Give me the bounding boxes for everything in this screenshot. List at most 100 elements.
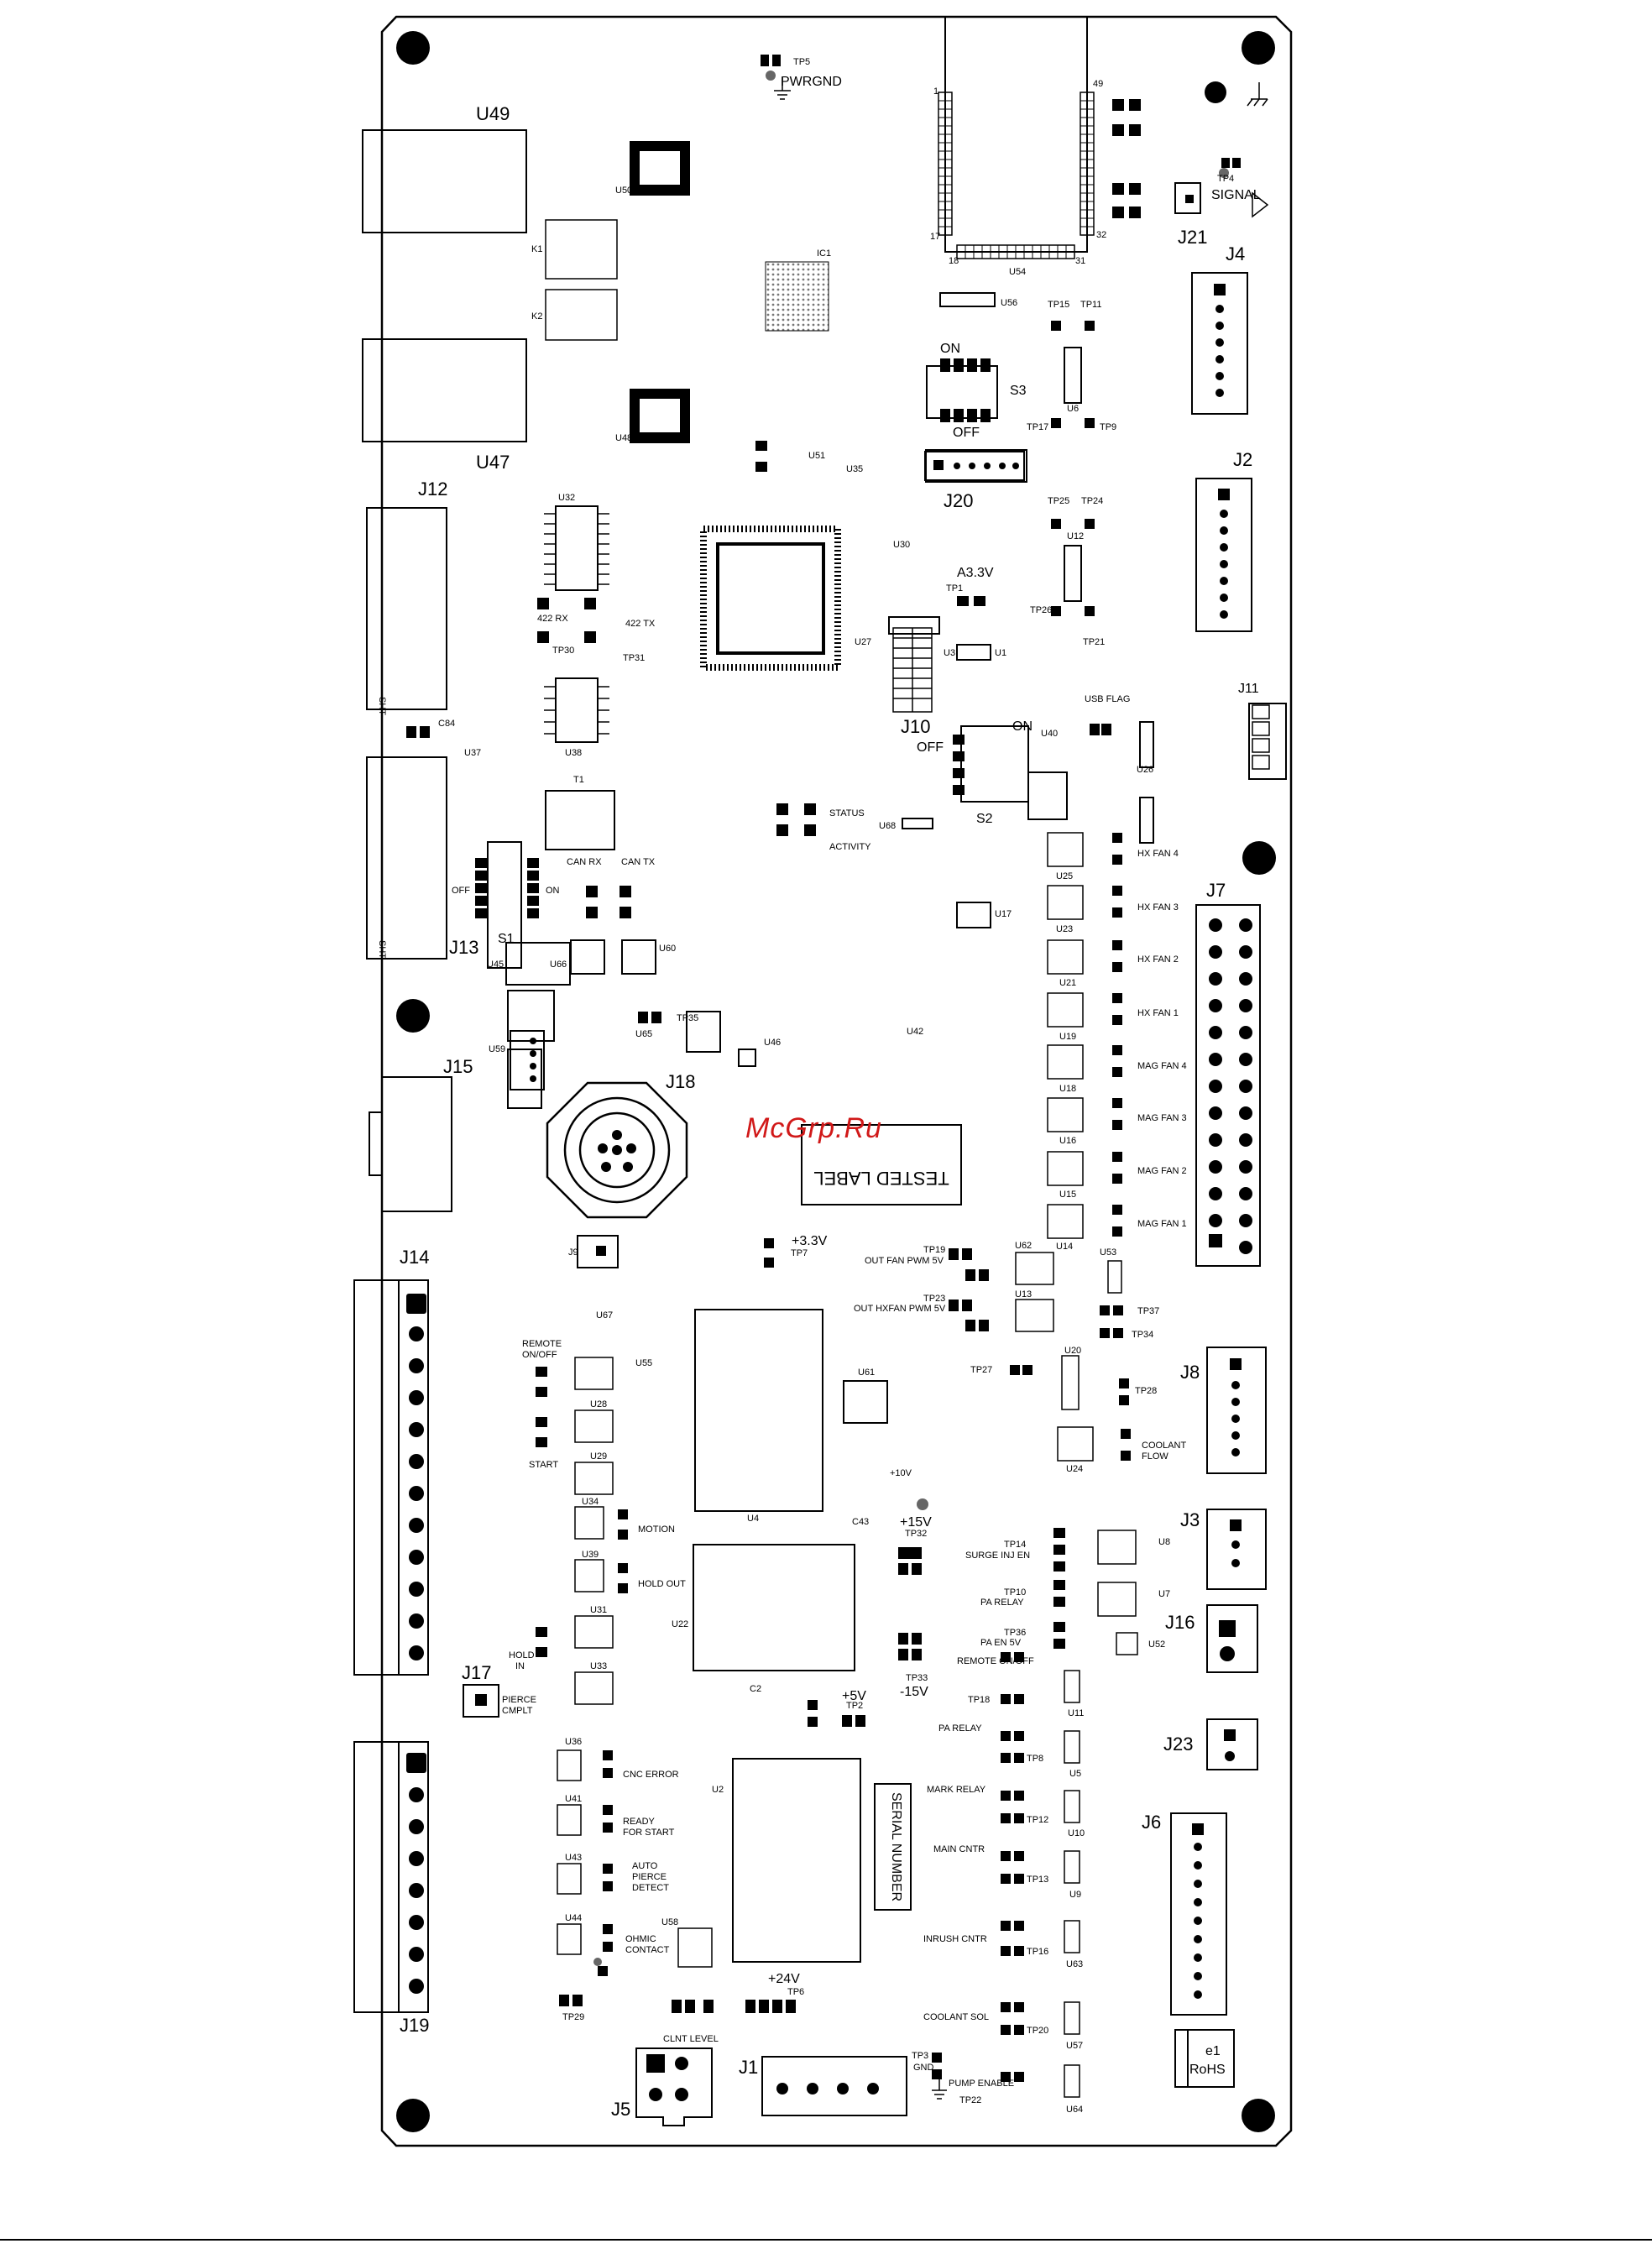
u24-label: U24 <box>1066 1464 1083 1474</box>
u66-label: U66 <box>550 960 567 970</box>
ready-1-label: READY <box>623 1817 656 1827</box>
j18-pins <box>598 1130 636 1172</box>
hold-in-2-label: IN <box>515 1661 525 1671</box>
u33-label: U33 <box>590 1661 607 1671</box>
u37-label: U37 <box>464 748 481 758</box>
tp32-label: TP32 <box>905 1529 927 1539</box>
hold-out-label: HOLD OUT <box>638 1579 686 1589</box>
ground-symbols <box>774 77 1269 2100</box>
ready-2-label: FOR START <box>623 1828 675 1838</box>
j23-label: J23 <box>1163 1734 1193 1755</box>
tp21-label: TP21 <box>1083 637 1105 647</box>
tp24-label: TP24 <box>1081 496 1103 506</box>
tp30-label: TP30 <box>552 646 574 656</box>
u27-mcu <box>700 526 841 671</box>
s3-label: S3 <box>1010 384 1027 398</box>
u47-label: U47 <box>476 452 510 473</box>
j4-label: J4 <box>1226 243 1245 264</box>
u54-label: U54 <box>1009 267 1026 277</box>
j17-label: J17 <box>462 1662 491 1683</box>
gnd-label: GND <box>913 2063 934 2073</box>
coolant-flow-2-label: FLOW <box>1142 1451 1168 1462</box>
u54-pin32-label: 32 <box>1096 230 1106 240</box>
mag-fan-4-label: MAG FAN 4 <box>1137 1061 1187 1071</box>
tp10-label: TP10 <box>1004 1587 1026 1598</box>
u54-pin1-label: 1 <box>933 86 938 97</box>
tp15-label: TP15 <box>1048 300 1069 310</box>
j1-label: J1 <box>739 2057 758 2078</box>
u67-label: U67 <box>596 1310 613 1320</box>
j9-label: J9 <box>568 1247 578 1258</box>
v5-label: +5V <box>842 1689 866 1703</box>
tp2-label: TP2 <box>846 1701 863 1711</box>
u7-label: U7 <box>1158 1589 1170 1599</box>
ic1-label: IC1 <box>817 248 831 259</box>
j11-label: J11 <box>1238 682 1259 696</box>
s3-on-label: ON <box>940 342 960 356</box>
tp17-label: TP17 <box>1027 422 1048 432</box>
clnt-level-label: CLNT LEVEL <box>663 2034 719 2044</box>
mag-fan-1-label: MAG FAN 1 <box>1137 1219 1187 1229</box>
v10-label: +10V <box>890 1468 912 1478</box>
u8-label: U8 <box>1158 1537 1170 1547</box>
j10-header <box>892 627 933 713</box>
pierce-1-label: PIERCE <box>502 1695 536 1705</box>
t1-label: T1 <box>573 775 584 785</box>
watermark-text: McGrp.Ru <box>745 1112 882 1144</box>
u26-label: U26 <box>1137 765 1153 775</box>
u42-label: U42 <box>907 1027 923 1037</box>
u22-label: U22 <box>672 1619 688 1629</box>
u12-label: U12 <box>1067 531 1084 541</box>
tp31-label: TP31 <box>623 653 645 663</box>
c2-label: C2 <box>750 1684 761 1694</box>
s1-off-label: OFF <box>452 886 470 896</box>
pa-en-5v-label: PA EN 5V <box>980 1638 1022 1648</box>
tp28-label: TP28 <box>1135 1386 1157 1396</box>
qfp-chip-cores <box>640 151 680 432</box>
tp16-label: TP16 <box>1027 1947 1048 1957</box>
u54-pin31-label: 31 <box>1075 256 1085 266</box>
ohmic-1-label: OHMIC <box>625 1934 656 1944</box>
j21-label: J21 <box>1178 227 1207 248</box>
ic1-bga <box>765 261 829 332</box>
u32-label: U32 <box>558 493 575 503</box>
j19-pins <box>406 1753 426 1994</box>
u60-label: U60 <box>659 944 676 954</box>
j16-j23-pins <box>1219 1620 1236 1761</box>
tp11-label: TP11 <box>1080 300 1101 310</box>
e1-label: e1 <box>1205 2044 1221 2058</box>
u51-label: U51 <box>808 451 825 461</box>
can-rx-label: CAN RX <box>567 857 602 867</box>
hx-fan-3-label: HX FAN 3 <box>1137 902 1179 913</box>
coolant-flow-1-label: COOLANT <box>1142 1441 1186 1451</box>
u14-label: U14 <box>1056 1242 1073 1252</box>
j10-label: J10 <box>901 716 930 737</box>
u48-label: U48 <box>615 433 632 443</box>
j8-label: J8 <box>1180 1362 1200 1383</box>
tp13-label: TP13 <box>1027 1875 1048 1885</box>
u57-label: U57 <box>1066 2041 1083 2051</box>
u63-label: U63 <box>1066 1959 1083 1969</box>
pump-enable-label: PUMP ENABLE <box>949 2079 1014 2089</box>
u6-label: U6 <box>1067 404 1079 414</box>
cnc-error-label: CNC ERROR <box>623 1770 679 1780</box>
hx-fan-2-label: HX FAN 2 <box>1137 954 1179 965</box>
s2-off-label: OFF <box>917 740 944 755</box>
tp6-label: TP6 <box>787 1987 804 1997</box>
u65-label: U65 <box>635 1029 652 1039</box>
vm15-label: -15V <box>900 1685 928 1699</box>
u52-label: U52 <box>1148 1640 1165 1650</box>
sht-j12-label: SHT <box>377 697 387 715</box>
signal-label: SIGNAL <box>1211 188 1261 202</box>
labels-parts: U50 U48 IC1 U54 U56 U6 U12 U51 U35 U32 U… <box>438 186 1170 2115</box>
tp35-label: TP35 <box>677 1013 698 1023</box>
u54-pins <box>938 92 1095 259</box>
u61-label: U61 <box>858 1368 875 1378</box>
u54-pin17-label: 17 <box>930 232 940 242</box>
u17-label: U17 <box>995 909 1012 919</box>
tp7-label: TP7 <box>791 1248 808 1258</box>
tp33-label: TP33 <box>906 1673 928 1683</box>
j11-connector <box>1252 704 1270 770</box>
j3-label: J3 <box>1180 1509 1200 1530</box>
rohs-label: RoHS <box>1189 2063 1226 2077</box>
